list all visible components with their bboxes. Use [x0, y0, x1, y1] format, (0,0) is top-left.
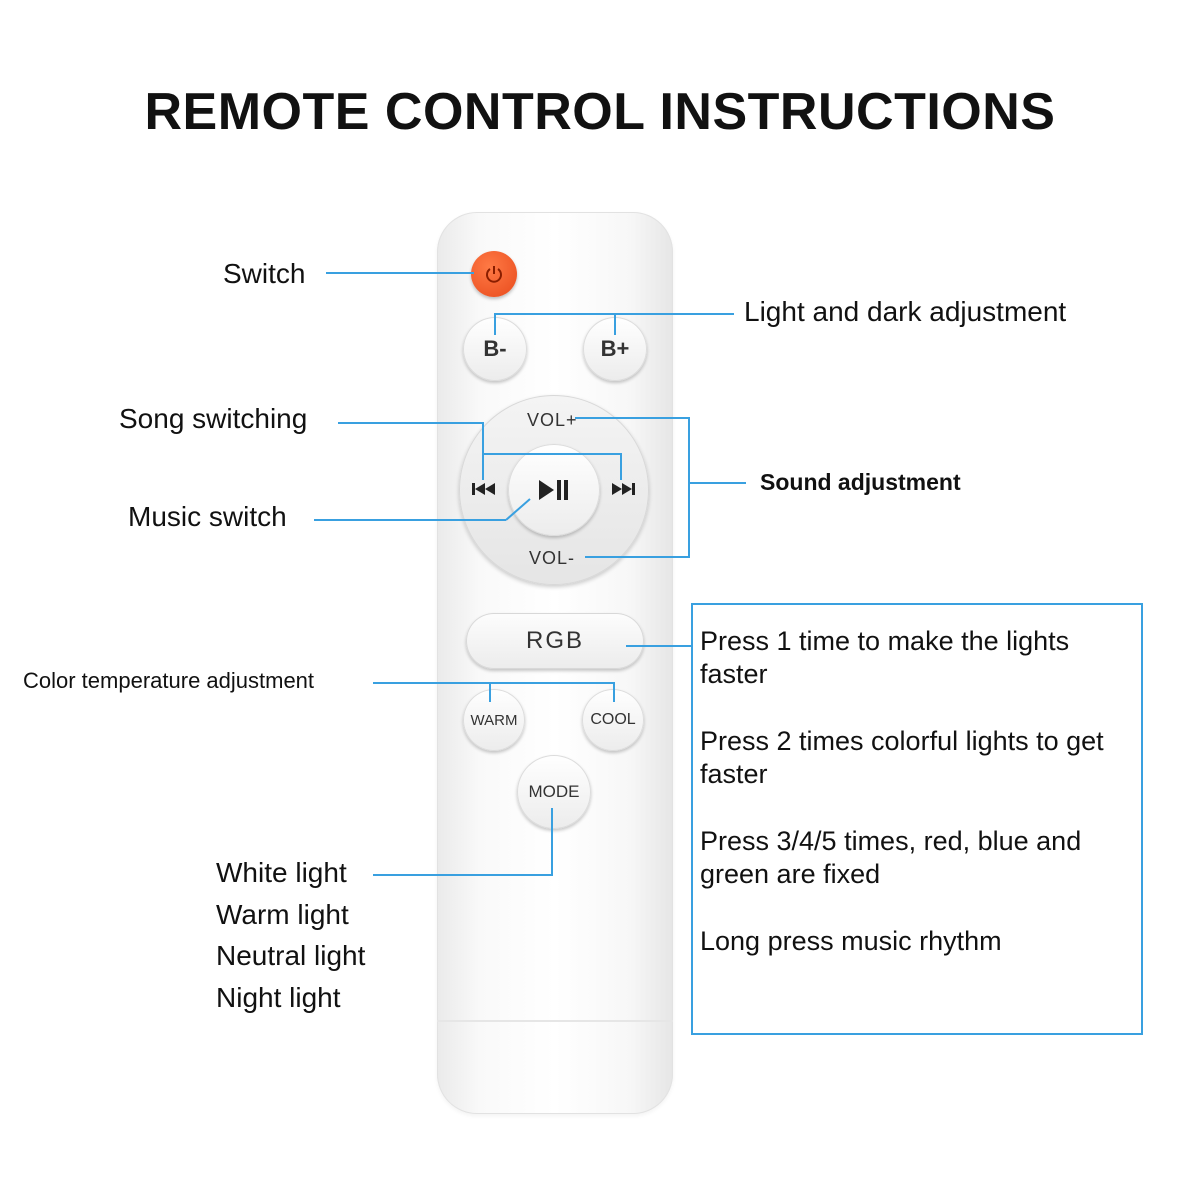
color-temp-leader-v1 [489, 682, 491, 702]
mode-list-item: Night light [216, 982, 341, 1013]
mode-button-label: MODE [528, 782, 580, 801]
cool-button-label: COOL [590, 711, 636, 728]
sound-adjustment-label: Sound adjustment [760, 469, 961, 495]
next-track-icon [612, 483, 635, 495]
song-leader-h [338, 422, 484, 424]
play-pause-button[interactable] [508, 444, 600, 536]
rgb-button[interactable]: RGB [466, 613, 644, 669]
mode-list-item: White light [216, 857, 347, 888]
rgb-info-item: Long press music rhythm [700, 926, 1002, 956]
power-button[interactable] [471, 251, 517, 297]
sound-leader-v [688, 417, 690, 558]
switch-label: Switch [223, 258, 306, 289]
rgb-info-item: Press 3/4/5 times, red, blue and green a… [700, 826, 1082, 889]
song-leader-v2 [620, 453, 622, 480]
song-leader-v1 [482, 422, 484, 480]
sound-leader-top [575, 417, 689, 419]
page-title: REMOTE CONTROL INSTRUCTIONS [144, 83, 1056, 141]
brightness-up-label: B+ [600, 336, 630, 361]
rgb-info-item: Press 2 times colorful lights to get fas… [700, 726, 1104, 789]
play-pause-icon [539, 480, 568, 500]
volume-up-button[interactable]: VOL+ [527, 410, 578, 430]
sound-leader-h [688, 482, 746, 484]
light-dark-leader-v1 [494, 313, 496, 335]
rgb-info-item: Press 1 time to make the lights faster [700, 626, 1070, 689]
color-temp-leader-h [373, 682, 615, 684]
mode-button[interactable]: MODE [517, 755, 591, 829]
previous-track-button[interactable] [470, 479, 498, 504]
rgb-info-box [691, 603, 1143, 1035]
power-icon [486, 266, 502, 283]
rgb-leader [626, 645, 692, 647]
mode-list-item: Neutral light [216, 940, 366, 971]
mode-list-item: Warm light [216, 899, 349, 930]
color-temperature-label: Color temperature adjustment [23, 668, 315, 693]
music-switch-label: Music switch [128, 501, 287, 532]
warm-button-label: WARM [470, 711, 518, 729]
music-leader-h [314, 519, 506, 521]
remote-seam [437, 1020, 673, 1022]
switch-leader [326, 272, 474, 274]
volume-down-button[interactable]: VOL- [529, 548, 576, 568]
song-leader-h2 [482, 453, 622, 455]
light-dark-label: Light and dark adjustment [744, 296, 1067, 327]
warm-button[interactable]: WARM [463, 689, 525, 751]
next-track-button[interactable] [609, 479, 637, 504]
previous-track-icon [472, 483, 495, 495]
sound-leader-bottom [585, 556, 689, 558]
rgb-button-label: RGB [525, 627, 584, 654]
song-switching-label: Song switching [119, 403, 308, 434]
light-dark-leader-v2 [614, 313, 616, 335]
mode-leader-v [551, 808, 553, 876]
mode-leader-h [373, 874, 553, 876]
brightness-down-label: B- [483, 336, 507, 361]
music-leader-diagonal [505, 498, 531, 521]
color-temp-leader-v2 [613, 682, 615, 702]
